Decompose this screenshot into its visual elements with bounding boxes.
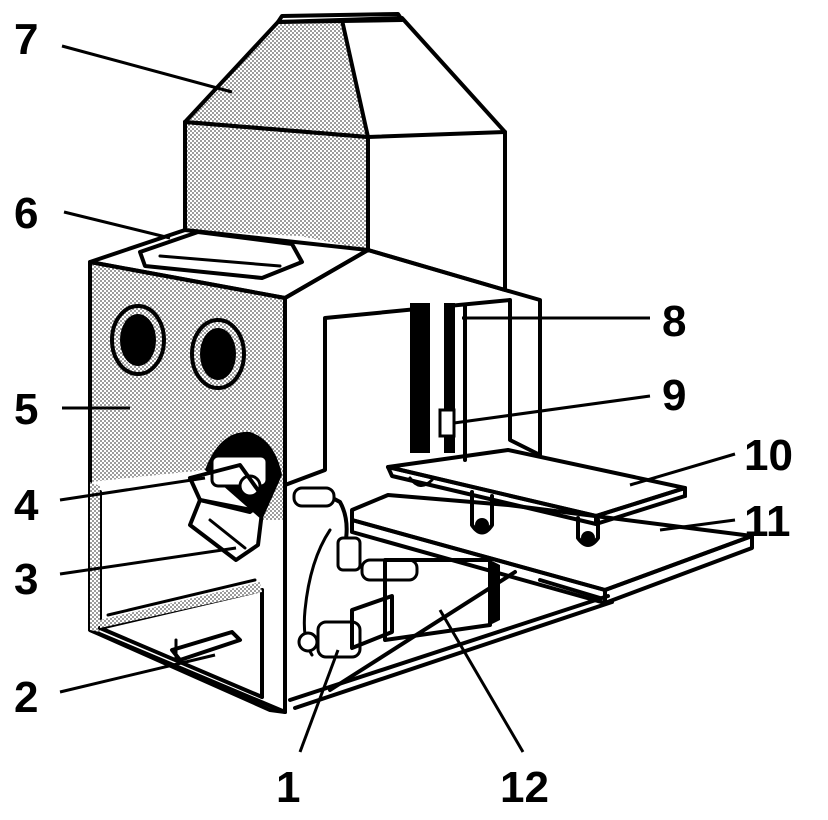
hopper	[188, 498, 264, 562]
label-2: 2	[14, 673, 38, 722]
label-1: 1	[276, 763, 300, 812]
exhaust-hood	[183, 12, 507, 292]
label-11: 11	[744, 497, 791, 546]
leader-lines	[59, 44, 736, 753]
collection-tray	[170, 630, 242, 662]
nozzle-assembly	[188, 431, 282, 520]
label-12: 12	[500, 763, 549, 812]
label-5: 5	[14, 385, 38, 434]
viewing-window	[138, 230, 304, 280]
label-9: 9	[662, 371, 686, 420]
lift-column	[438, 408, 456, 438]
label-8: 8	[662, 297, 686, 346]
label-4: 4	[14, 481, 39, 530]
callout-labels: 7 6 5 4 3 2 1 12 8 9 10 11	[14, 15, 793, 812]
label-7: 7	[14, 15, 38, 64]
support-frame	[288, 558, 614, 710]
label-10: 10	[744, 431, 793, 480]
platform	[350, 493, 754, 605]
glove-ports	[110, 304, 246, 390]
label-6: 6	[14, 189, 38, 238]
pump-piping	[292, 486, 419, 659]
label-3: 3	[14, 555, 38, 604]
